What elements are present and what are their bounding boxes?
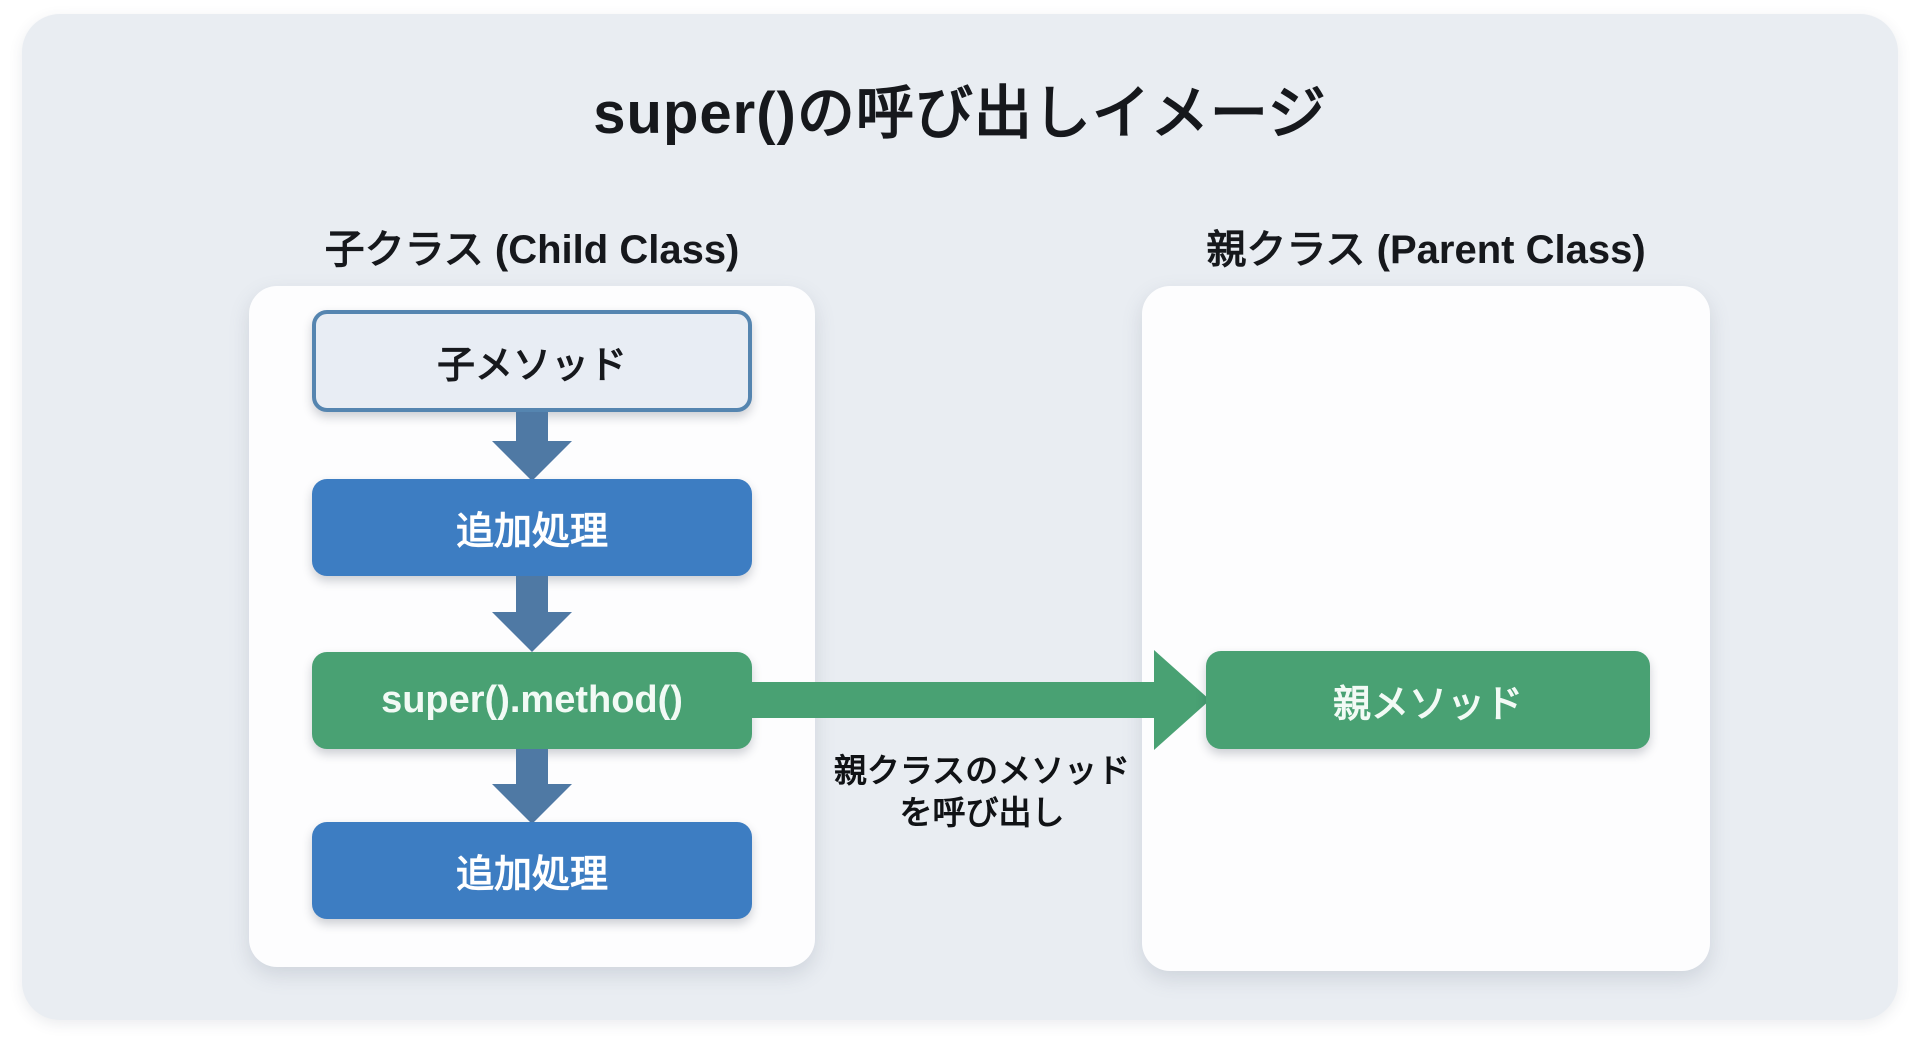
parent-method-label: 親メソッド	[1332, 683, 1523, 726]
extra-processing-label-2: 追加処理	[455, 854, 608, 896]
right-arrow-head-icon	[1154, 650, 1210, 750]
child-method-label: 子メソッド	[436, 344, 627, 387]
parent-method-node: 親メソッド	[1206, 651, 1650, 749]
down-arrow-shaft	[516, 749, 548, 784]
down-arrow-head	[492, 612, 572, 652]
down-arrow-icon	[492, 749, 572, 824]
super-call-node: super().method()	[312, 652, 752, 749]
child-method-node: 子メソッド	[312, 310, 752, 412]
parent-class-panel	[1142, 286, 1710, 971]
down-arrow-shaft	[516, 412, 548, 441]
down-arrow-icon	[492, 412, 572, 481]
call-arrow-annotation-line1: 親クラスのメソッド	[833, 752, 1131, 789]
super-call-label: super().method()	[381, 679, 683, 721]
down-arrow-head	[492, 441, 572, 481]
parent-class-label: 親クラス (Parent Class)	[1206, 228, 1646, 272]
down-arrow-shaft	[516, 576, 548, 612]
call-arrow-annotation-line2: を呼び出し	[899, 794, 1065, 832]
down-arrow-icon	[492, 576, 572, 652]
extra-processing-node-2: 追加処理	[312, 822, 752, 919]
child-class-label: 子クラス (Child Class)	[324, 228, 740, 272]
down-arrow-head	[492, 784, 572, 824]
extra-processing-node-1: 追加処理	[312, 479, 752, 576]
call-arrow-annotation: 親クラスのメソッド を呼び出し	[734, 750, 1230, 834]
diagram-title: super()の呼び出しイメージ	[593, 81, 1327, 146]
right-arrow-icon	[752, 682, 1156, 718]
diagram-board: super()の呼び出しイメージ 子クラス (Child Class) 親クラス…	[22, 14, 1898, 1020]
extra-processing-label-1: 追加処理	[455, 511, 608, 553]
